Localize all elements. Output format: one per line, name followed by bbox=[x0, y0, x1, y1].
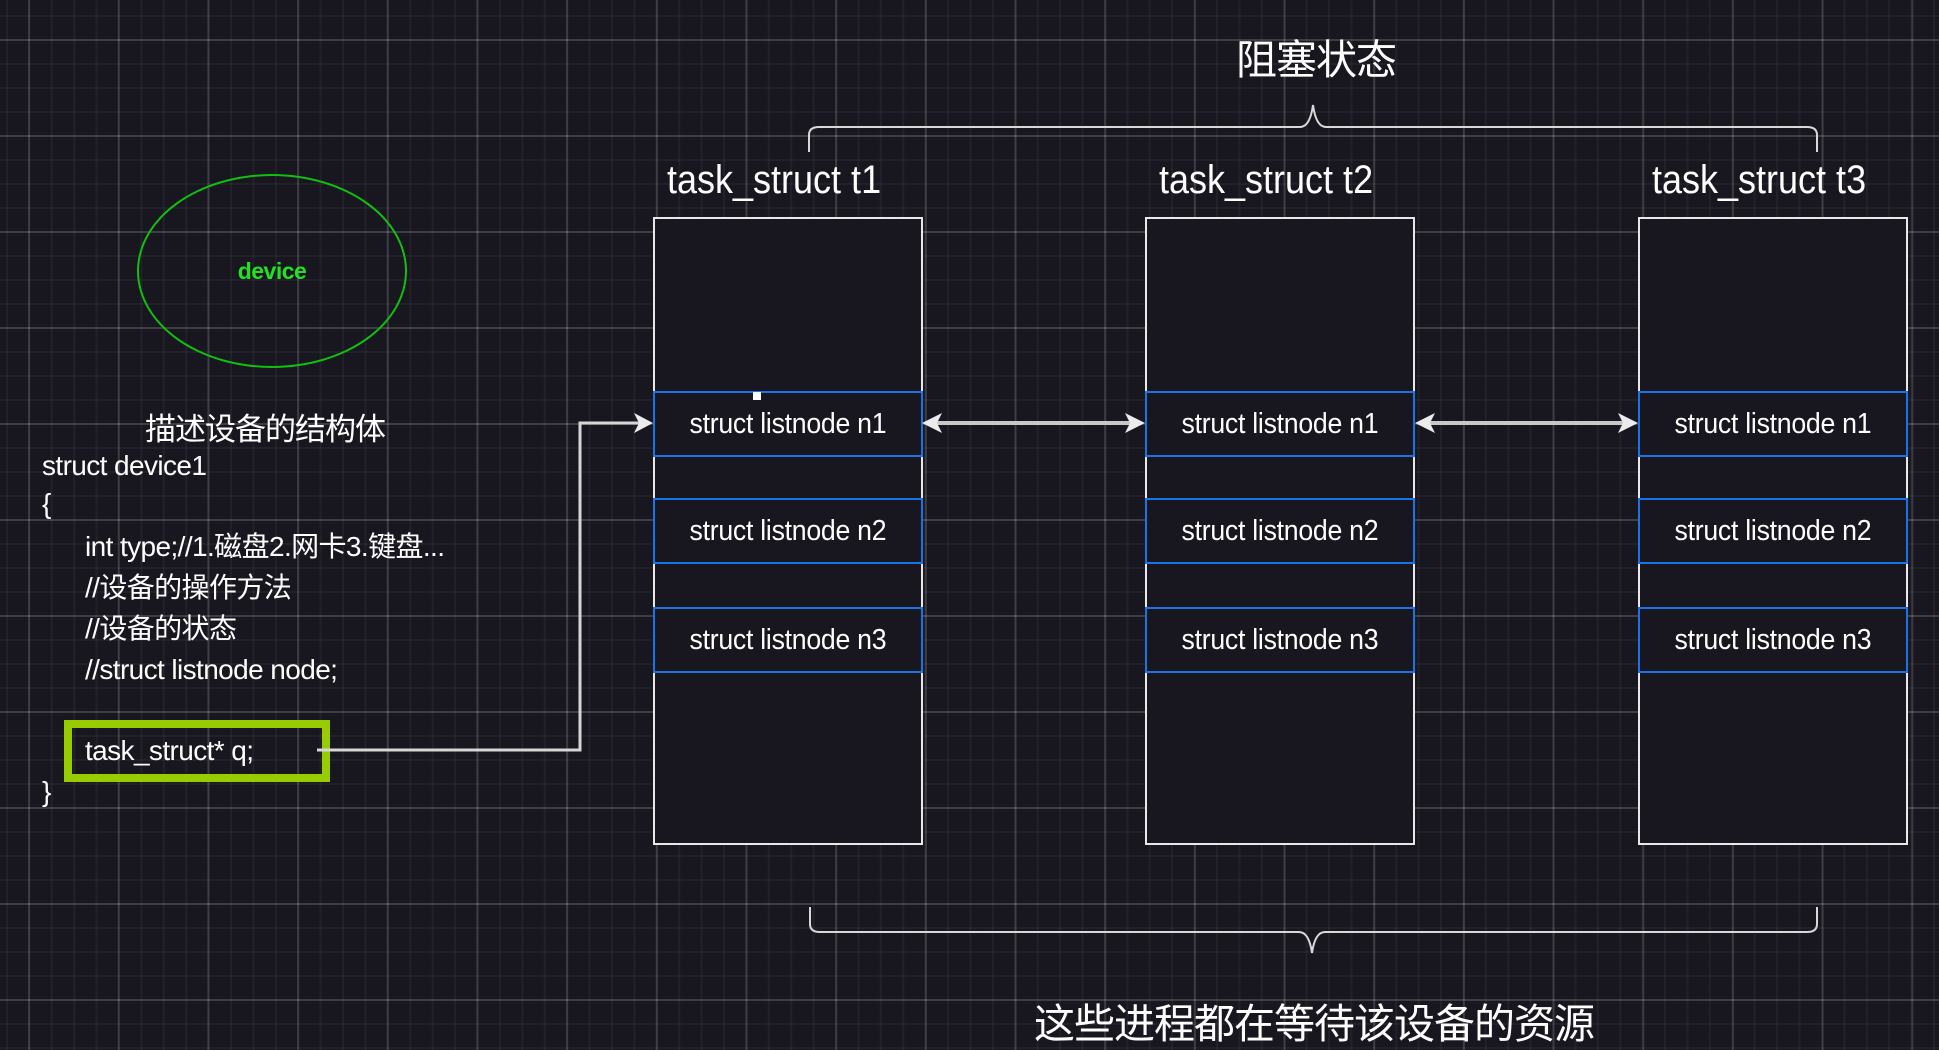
task-struct-t3[interactable]: struct listnode n1 struct listnode n2 st… bbox=[1638, 217, 1908, 845]
task-struct-t1[interactable]: struct listnode n1 struct listnode n2 st… bbox=[653, 217, 923, 845]
listnode-label: struct listnode n3 bbox=[689, 623, 887, 656]
listnode-label: struct listnode n1 bbox=[689, 407, 887, 440]
struct-caption: 描述设备的结构体 bbox=[145, 412, 386, 447]
link-t1-t2-right-arrowhead bbox=[1125, 413, 1145, 433]
listnode-t3-n3[interactable]: struct listnode n3 bbox=[1638, 607, 1908, 673]
listnode-label: struct listnode n2 bbox=[1674, 514, 1872, 547]
top-brace bbox=[808, 104, 1818, 152]
listnode-label: struct listnode n3 bbox=[1181, 623, 1379, 656]
listnode-label: struct listnode n2 bbox=[689, 514, 887, 547]
listnode-t2-n1[interactable]: struct listnode n1 bbox=[1145, 391, 1415, 457]
task-title-t2: task_struct t2 bbox=[1159, 158, 1374, 202]
task-title-t1: task_struct t1 bbox=[667, 158, 882, 202]
listnode-t2-n3[interactable]: struct listnode n3 bbox=[1145, 607, 1415, 673]
link-t2-t3-right-arrowhead bbox=[1618, 413, 1638, 433]
code-line-close-brace: } bbox=[42, 776, 51, 807]
listnode-t3-n1[interactable]: struct listnode n1 bbox=[1638, 391, 1908, 457]
listnode-t2-n2[interactable]: struct listnode n2 bbox=[1145, 498, 1415, 564]
task-queue-pointer-label: task_struct* q; bbox=[85, 735, 254, 766]
blocked-state-title: 阻塞状态 bbox=[1236, 37, 1397, 83]
code-line-type-field: int type;//1.磁盘2.网卡3.键盘... bbox=[85, 531, 445, 562]
listnode-label: struct listnode n1 bbox=[1674, 407, 1872, 440]
listnode-label: struct listnode n1 bbox=[1181, 407, 1379, 440]
selection-handle[interactable] bbox=[753, 392, 761, 400]
listnode-label: struct listnode n3 bbox=[1674, 623, 1872, 656]
pointer-arrowhead bbox=[634, 413, 653, 433]
device-label: device bbox=[237, 257, 307, 284]
code-line-state-comment: //设备的状态 bbox=[85, 613, 237, 644]
listnode-t3-n2[interactable]: struct listnode n2 bbox=[1638, 498, 1908, 564]
code-line-struct-decl: struct device1 bbox=[42, 450, 207, 481]
listnode-t1-n3[interactable]: struct listnode n3 bbox=[653, 607, 923, 673]
code-line-open-brace: { bbox=[42, 488, 51, 519]
link-t1-t2-left-arrowhead bbox=[922, 413, 942, 433]
code-line-ops-comment: //设备的操作方法 bbox=[85, 572, 292, 603]
listnode-t1-n1[interactable]: struct listnode n1 bbox=[653, 391, 923, 457]
bottom-brace bbox=[809, 907, 1818, 954]
link-t2-t3-left-arrowhead bbox=[1415, 413, 1435, 433]
listnode-t1-n2[interactable]: struct listnode n2 bbox=[653, 498, 923, 564]
code-line-listnode-comment: //struct listnode node; bbox=[85, 654, 338, 685]
device-node[interactable]: device bbox=[137, 174, 407, 368]
task-title-t3: task_struct t3 bbox=[1652, 158, 1867, 202]
listnode-label: struct listnode n2 bbox=[1181, 514, 1379, 547]
task-struct-t2[interactable]: struct listnode n1 struct listnode n2 st… bbox=[1145, 217, 1415, 845]
pointer-connector[interactable] bbox=[317, 421, 640, 752]
